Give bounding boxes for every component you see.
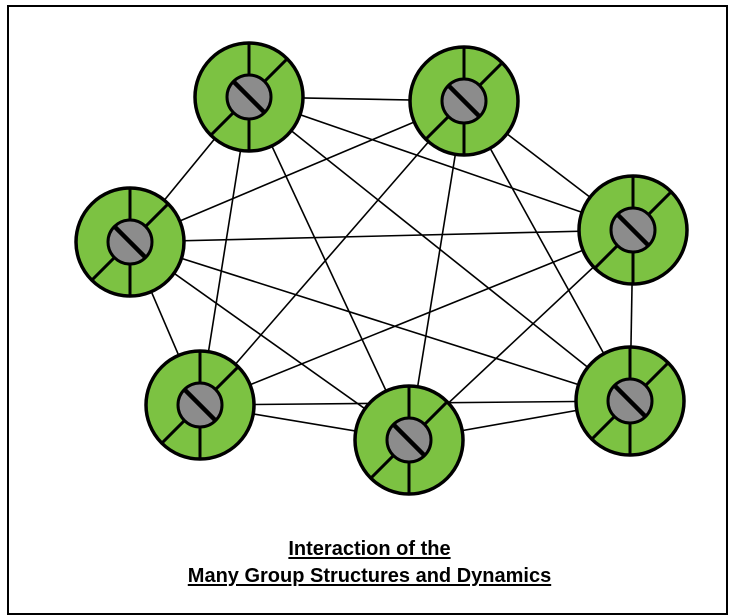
connection-line-9 [463, 100, 631, 402]
ring-divider [593, 244, 619, 270]
hub-slot [446, 83, 482, 119]
hub-slot [231, 79, 267, 115]
group-nodes [74, 41, 689, 496]
hub-slot [112, 224, 148, 260]
connection-line-16 [129, 241, 631, 402]
group-node-7 [353, 384, 465, 496]
connection-line-18 [129, 241, 410, 441]
ring-divider [90, 256, 116, 282]
connection-line-2 [248, 96, 634, 231]
connection-line-12 [129, 229, 634, 243]
connection-line-10 [199, 100, 465, 406]
ring-divider [369, 454, 395, 480]
hub-slot [391, 422, 427, 458]
ring-divider [478, 61, 504, 87]
group-node-6 [144, 349, 256, 461]
connection-line-6 [248, 96, 410, 441]
ring-divider [160, 419, 186, 445]
ring-divider [590, 415, 616, 441]
ring-divider [144, 202, 170, 228]
ring-divider [263, 57, 289, 83]
diagram-caption: Interaction of the Many Group Structures… [0, 536, 739, 590]
ring-divider [423, 400, 449, 426]
hub-slot [612, 383, 648, 419]
connection-line-11 [408, 100, 465, 441]
caption-line-2: Many Group Structures and Dynamics [187, 565, 552, 587]
group-node-5 [574, 345, 686, 457]
group-node-3 [577, 174, 689, 286]
group-node-4 [74, 186, 186, 298]
ring-divider [644, 361, 670, 387]
group-node-1 [193, 41, 305, 153]
caption-line-1: Interaction of the [288, 538, 451, 560]
ring-divider [424, 115, 450, 141]
ring-divider [647, 190, 673, 216]
connection-line-14 [199, 229, 634, 406]
ring-divider [214, 365, 240, 391]
hub-slot [615, 212, 651, 248]
group-node-2 [408, 45, 520, 157]
ring-divider [209, 111, 235, 137]
hub-slot [182, 387, 218, 423]
connection-line-8 [129, 100, 465, 243]
